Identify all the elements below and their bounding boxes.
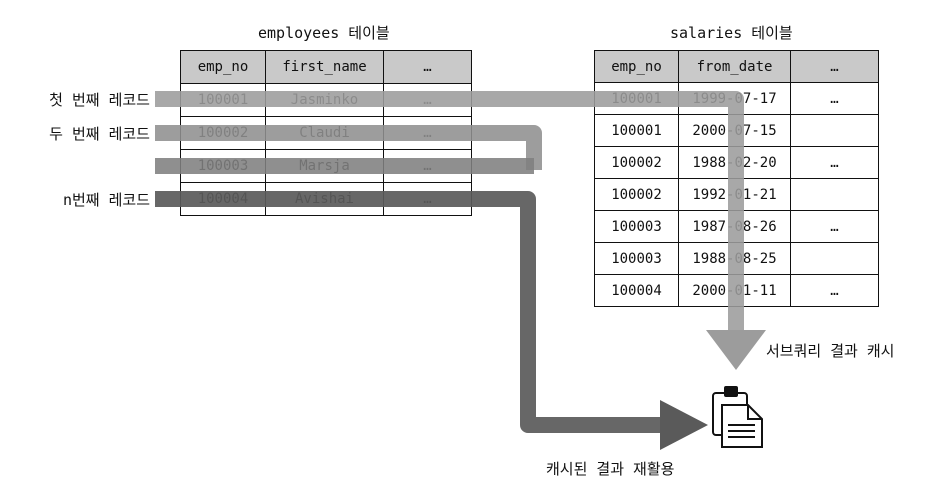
reuse-arrowhead [660, 400, 708, 450]
first-record-arrow [155, 91, 744, 330]
table-cell: … [790, 274, 879, 307]
second-record-label: 두 번째 레코드 [49, 125, 150, 143]
table-cell: 100004 [594, 274, 679, 307]
column-header-more: … [790, 50, 879, 83]
table-cell: … [790, 210, 879, 243]
table-row: 100004 2000-01-11 … [594, 274, 879, 307]
table-cell: … [790, 82, 879, 115]
subquery-cache-label: 서브쿼리 결과 캐시 [766, 342, 895, 360]
column-header-more: … [383, 50, 472, 84]
second-record-band [155, 125, 542, 170]
table-header-row: emp_no first_name … [180, 50, 472, 84]
clipboard-icon [712, 386, 763, 448]
nth-record-arrow [155, 191, 668, 433]
table-cell: 100002 [594, 178, 679, 211]
table-cell [790, 114, 879, 147]
cache-arrowhead [706, 330, 766, 370]
table-cell: … [790, 146, 879, 179]
employees-table-title: employees 테이블 [258, 24, 390, 42]
table-header-row: emp_no from_date … [594, 50, 879, 83]
nth-record-label: n번째 레코드 [62, 191, 150, 209]
table-cell: 100003 [594, 210, 679, 243]
cache-reuse-label: 캐시된 결과 재활용 [546, 460, 675, 478]
table-cell: 100002 [594, 146, 679, 179]
column-header-emp-no: emp_no [180, 50, 266, 84]
salaries-table-title: salaries 테이블 [670, 24, 793, 42]
column-header-from-date: from_date [678, 50, 791, 83]
column-header-first-name: first_name [265, 50, 384, 84]
first-record-label: 첫 번째 레코드 [49, 91, 150, 109]
column-header-emp-no: emp_no [594, 50, 679, 83]
